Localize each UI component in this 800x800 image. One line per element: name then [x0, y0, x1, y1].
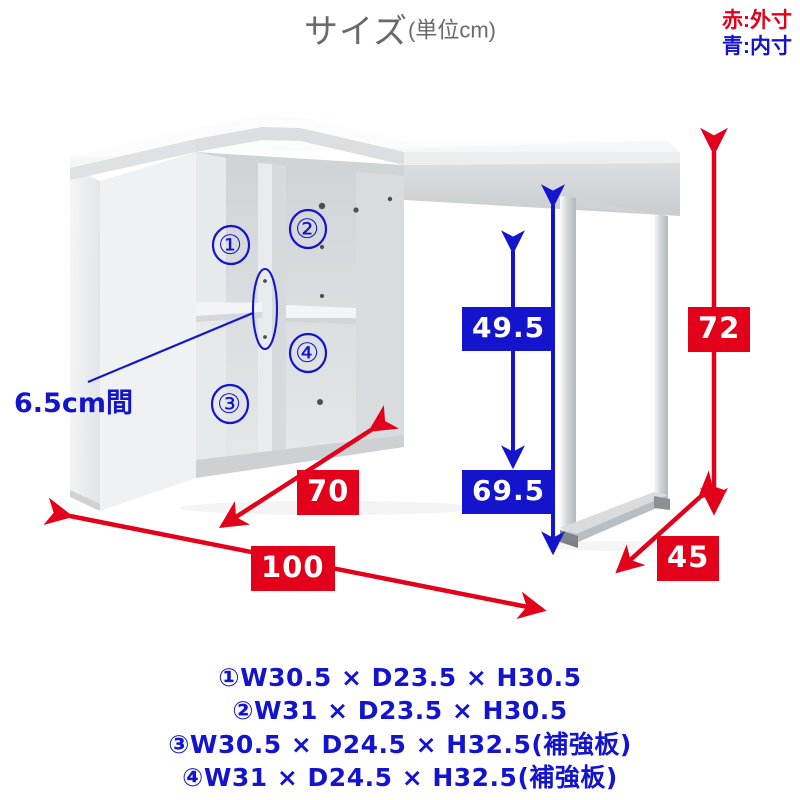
compartment-marker-2: ②: [295, 214, 320, 245]
desk-right-leg-frame: [560, 196, 670, 548]
spec-list: ①W30.5 × D23.5 × H30.5 ②W31 × D23.5 × H3…: [0, 661, 800, 794]
legend-item-inner: 青:内寸: [722, 35, 792, 59]
hole-pitch-annotation: [87, 267, 279, 383]
compartment-marker-1: ①: [218, 230, 243, 261]
dimension-arrow-45: [615, 470, 728, 574]
dimension-label-72: 72: [688, 307, 751, 352]
dimension-label-69_5: 69.5: [462, 470, 556, 514]
spec-line-2: ②W31 × D23.5 × H30.5: [232, 696, 568, 726]
compartment-marker-4: ④: [295, 338, 320, 369]
dimension-label-45: 45: [657, 536, 720, 581]
dimension-label-100: 100: [251, 546, 335, 591]
legend: 赤:外寸 青:内寸: [722, 8, 792, 61]
dimension-label-70: 70: [297, 470, 360, 515]
dimension-label-49_5: 49.5: [462, 307, 556, 351]
shelf-left-panel-face: [100, 152, 196, 511]
callout-hole-pitch: 6.5cm間: [14, 388, 133, 419]
shelf-left-outer-panel: [70, 168, 100, 511]
shelf-peg-holes: [263, 196, 393, 405]
desk-top-front-edge: [196, 127, 404, 165]
page-title: サイズ(単位cm): [0, 4, 800, 53]
shelf-left-panel-top-edge: [70, 139, 196, 180]
spec-line-1: ①W30.5 × D23.5 × H30.5: [218, 663, 582, 692]
page-title-main: サイズ: [304, 13, 408, 51]
desk-apron-top-edge: [404, 152, 680, 165]
spec-line-3: ③W30.5 × D24.5 × H32.5(補強板): [168, 729, 632, 759]
spec-line-4: ④W31 × D24.5 × H32.5(補強板): [182, 762, 618, 792]
shelf-unit-interior: [196, 152, 404, 478]
compartment-marker-3: ③: [217, 389, 242, 420]
legend-item-outer: 赤:外寸: [722, 9, 792, 32]
compartment-marker-circles: [210, 208, 328, 425]
page-title-unit: (単位cm): [408, 17, 496, 43]
